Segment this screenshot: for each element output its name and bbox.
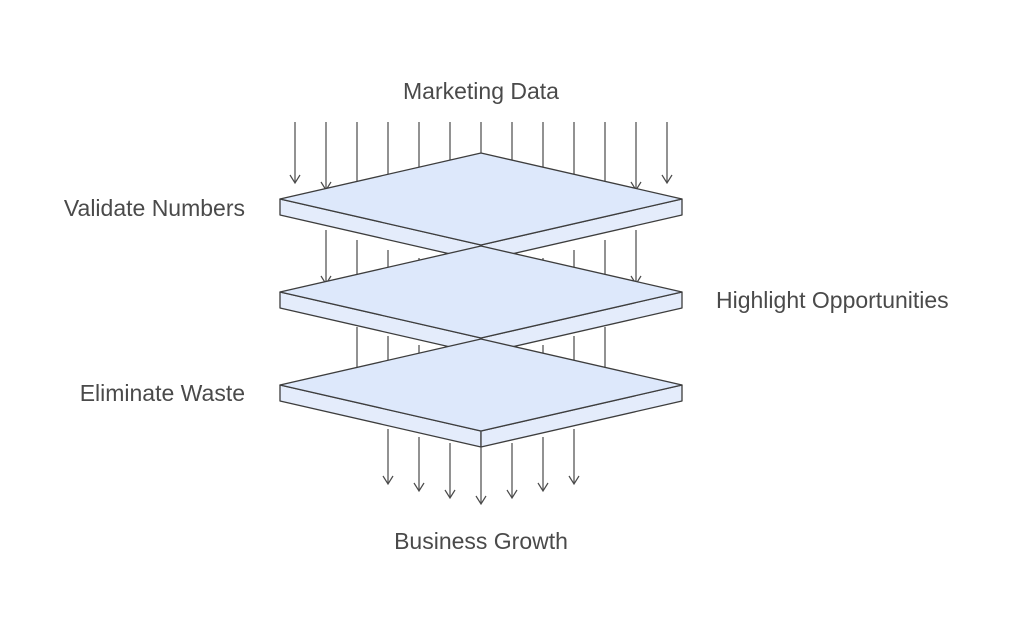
layer-2-top-face — [279, 245, 683, 339]
filter-layer-highlight-opportunities — [279, 245, 683, 355]
layer-label-highlight-opportunities: Highlight Opportunities — [716, 287, 949, 313]
input-label: Marketing Data — [403, 78, 559, 104]
down-arrow — [444, 443, 456, 500]
layer-label-eliminate-waste: Eliminate Waste — [79, 380, 245, 406]
filter-layer-eliminate-waste — [279, 338, 683, 448]
arrow-group-output — [382, 429, 580, 506]
down-arrow — [289, 122, 301, 185]
layer-label-validate-numbers: Validate Numbers — [63, 195, 245, 221]
down-arrow — [568, 429, 580, 486]
layer-3-top-face — [279, 338, 683, 432]
layer-1-top-face — [279, 152, 683, 246]
down-arrow — [320, 230, 332, 286]
down-arrow — [661, 122, 673, 185]
down-arrow — [382, 429, 394, 486]
down-arrow — [630, 230, 642, 286]
filter-layer-validate-numbers — [279, 152, 683, 262]
down-arrow — [413, 437, 425, 493]
output-label: Business Growth — [394, 528, 568, 554]
down-arrow — [630, 122, 642, 192]
down-arrow — [537, 437, 549, 493]
down-arrow — [475, 447, 487, 506]
down-arrow — [320, 122, 332, 192]
down-arrow — [506, 443, 518, 500]
